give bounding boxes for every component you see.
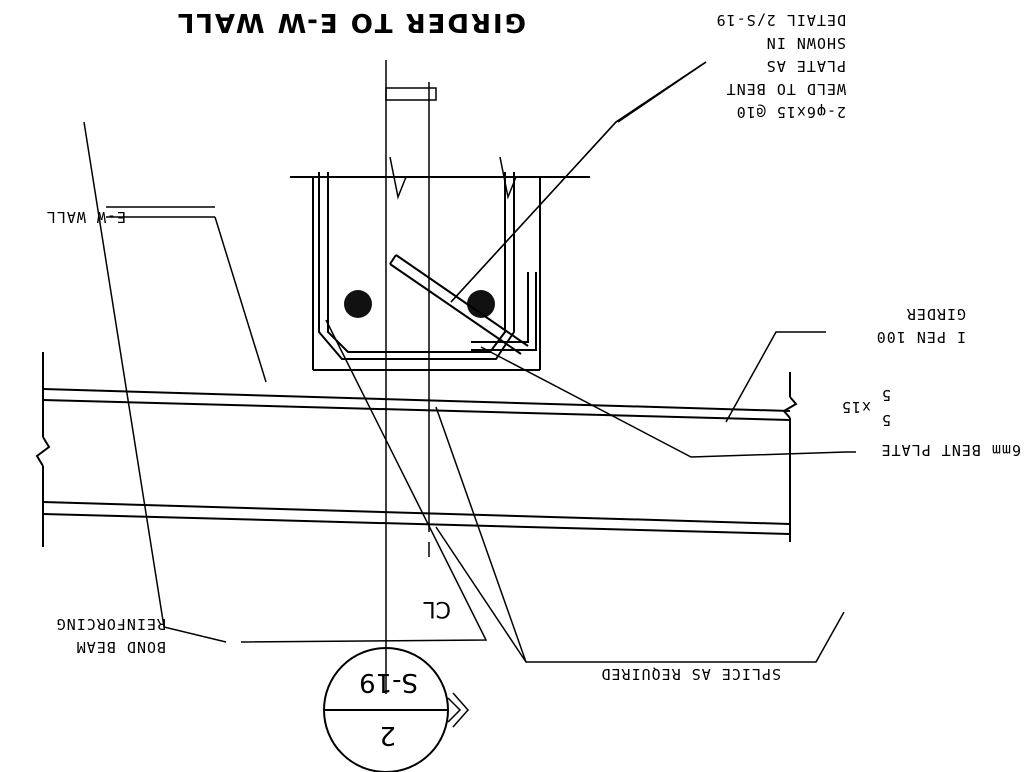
weld-symbol-x: x15 [841, 398, 871, 416]
leaders [83, 61, 856, 663]
weld-note-line-2: WELD TO BENT [726, 80, 846, 98]
girder-top-flange [42, 388, 791, 535]
bond-beam-line-1: BOND BEAM [76, 638, 166, 656]
rebar-left [467, 290, 495, 318]
weld-note-line-5: DETAIL 2/S-19 [716, 11, 846, 29]
girder-break-lines [35, 352, 798, 547]
bond-beam-line-2: REINFORCING [56, 615, 166, 633]
centerline-label: CL [423, 596, 451, 621]
centerlines [385, 60, 437, 694]
weld-note-line-1: 2-φ6x15 @10 [736, 103, 846, 121]
rebar-right [344, 290, 372, 318]
detail-title: GIRDER TO E-W WALL [176, 7, 526, 37]
weld-note-line-3: PLATE AS [766, 57, 846, 75]
bond-beam-label: BOND BEAM REINFORCING [56, 615, 166, 656]
weld-note: 2-φ6x15 @10 WELD TO BENT PLATE AS SHOWN … [716, 11, 846, 121]
detail-bubble [323, 647, 470, 772]
girder-label-line-2: GIRDER [906, 305, 966, 323]
girder-label: I PEN 100 GIRDER [876, 305, 966, 346]
bent-plate [389, 254, 537, 355]
wall-label: E-W WALL [46, 208, 126, 226]
splice-label: SPLICE AS REQUIRED [600, 665, 781, 683]
e-w-wall [290, 156, 590, 371]
weld-note-line-4: SHOWN IN [766, 34, 846, 52]
girder-label-line-1: I PEN 100 [876, 328, 966, 346]
detail-number: 2 [379, 720, 396, 750]
weld-symbol: 5 x15 5 [841, 386, 891, 429]
bent-plate-label: 6mm BENT PLATE [881, 441, 1021, 459]
weld-symbol-side: 5 [881, 386, 891, 404]
weld-symbol-num: 5 [881, 411, 891, 429]
detail-sheet: S-19 [359, 667, 418, 697]
